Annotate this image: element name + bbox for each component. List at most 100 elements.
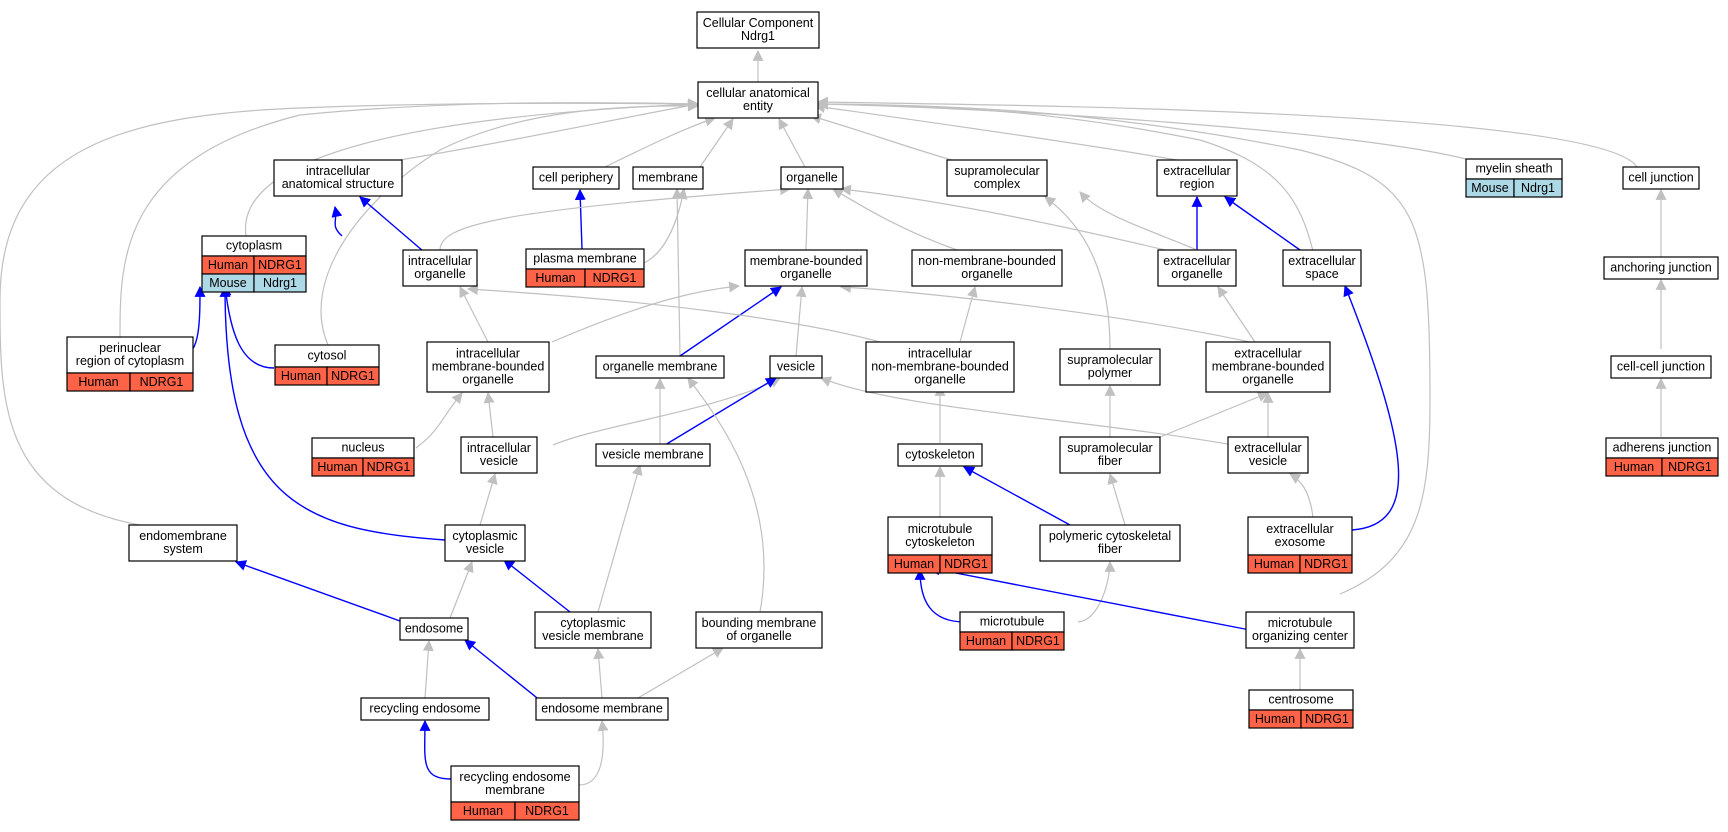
is-a-edge-59: [449, 560, 474, 619]
node-endosome[interactable]: endosome: [399, 617, 469, 641]
gene-label: NDRG1: [593, 271, 637, 285]
is-a-edge-51: [479, 472, 498, 526]
node-label: of organelle: [726, 629, 791, 643]
node-label: entity: [743, 99, 774, 113]
human-gene-cell: [584, 268, 645, 288]
node-label: cytoskeleton: [905, 448, 975, 462]
node-label: vesicle: [466, 542, 504, 556]
node-label: organelle: [414, 267, 465, 281]
is-a-edge-25: [1079, 191, 1198, 251]
part-of-edge-20: [1224, 196, 1301, 251]
human-gene-cell: [939, 554, 993, 574]
node-label: cytoplasmic: [452, 529, 517, 543]
node-label: organelle: [961, 267, 1012, 281]
node-membrane[interactable]: membrane: [632, 166, 704, 190]
node-label: polymeric cytoskeletal: [1049, 529, 1171, 543]
node-box: [1156, 159, 1238, 197]
human-gene-cell: [1299, 554, 1353, 574]
node-vesicle[interactable]: vesicle: [769, 355, 823, 379]
node-label: cell-cell junction: [1617, 360, 1705, 374]
node-box: [911, 249, 1063, 287]
node-box: [1245, 611, 1355, 649]
node-label: membrane: [485, 783, 545, 797]
node-label: extracellular: [1288, 254, 1355, 268]
edge-layer: [0, 49, 1667, 786]
node-label: anchoring junction: [1610, 261, 1712, 275]
node-vesmem[interactable]: vesicle membrane: [595, 443, 711, 467]
is-a-edge-53: [1107, 472, 1126, 526]
is-a-edge-12: [0, 98, 700, 526]
node-inmbo[interactable]: intracellularnon-membrane-boundedorganel…: [865, 341, 1015, 393]
node-anchjunc[interactable]: anchoring junction: [1603, 256, 1719, 280]
node-box: [399, 617, 469, 641]
node-ccjunc[interactable]: cell-cell junction: [1610, 355, 1712, 379]
human-gene-cell: [514, 801, 580, 821]
species-label: Human: [966, 634, 1006, 648]
species-label: Human: [894, 557, 934, 571]
node-box: [535, 697, 669, 721]
node-box: [595, 443, 711, 467]
node-label: nucleus: [341, 441, 384, 455]
node-cellperiph[interactable]: cell periphery: [532, 166, 620, 190]
node-box: [1059, 348, 1161, 386]
node-label: endosome: [405, 622, 463, 636]
node-label: extracellular: [1234, 347, 1301, 361]
is-a-edge-6: [813, 101, 1178, 161]
node-label: organelle: [780, 267, 831, 281]
node-celljunction[interactable]: cell junction: [1622, 166, 1700, 190]
human-gene-cell: [1300, 709, 1354, 729]
is-a-edge-31: [795, 285, 807, 357]
node-label: non-membrane-bounded: [871, 360, 1009, 374]
node-endomemb[interactable]: endosome membrane: [535, 697, 669, 721]
node-organelle[interactable]: organelle: [780, 166, 844, 190]
node-cytoskel[interactable]: cytoskeleton: [897, 443, 983, 467]
node-box: [534, 611, 652, 649]
part-of-edge-58: [234, 560, 401, 622]
node-box: [273, 159, 403, 197]
is-a-edge-23: [832, 188, 958, 251]
is-a-edge-35: [466, 284, 881, 343]
node-recendo[interactable]: recycling endosome: [360, 697, 490, 721]
is-a-edge-22: [802, 187, 814, 251]
node-box: [402, 249, 478, 287]
node-label: polymer: [1088, 366, 1132, 380]
is-a-edge-3: [699, 118, 734, 168]
node-orgmem[interactable]: organelle membrane: [595, 355, 725, 379]
node-label: microtubule: [980, 615, 1045, 629]
